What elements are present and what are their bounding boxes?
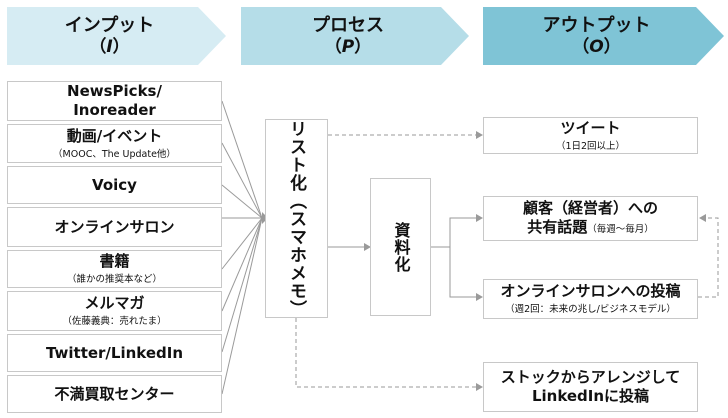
- input-label: Twitter/LinkedIn: [45, 343, 184, 362]
- input-box-video: 動画/イベント （MOOC、The Update他）: [7, 124, 222, 163]
- input-sublabel: （佐藤義典：売れたま）: [62, 316, 167, 327]
- process-chevron-shape: [241, 7, 469, 65]
- output-label: オンラインサロンへの投稿: [500, 282, 681, 300]
- list-label: リスト化（スマホメモ）: [286, 120, 306, 318]
- list-to-linkedin-arrowhead: [476, 383, 483, 391]
- input-sublabel: （MOOC、The Update他）: [53, 148, 176, 160]
- input-box-complaint: 不満買取センター: [7, 375, 222, 413]
- output-box-linkedin: ストックからアレンジして LinkedInに投稿: [483, 362, 698, 412]
- input-header-letter: （I）: [89, 37, 130, 57]
- input-label: NewsPicks/ Inoreader: [67, 82, 162, 119]
- list-box: リスト化（スマホメモ）: [265, 119, 328, 318]
- input-box-salon: オンラインサロン: [7, 207, 222, 247]
- input-header: インプット （I）: [7, 7, 212, 65]
- output-sublabel: （毎週～毎月）: [587, 223, 654, 235]
- salon-to-topic-arrowhead: [699, 214, 706, 222]
- input-label: オンラインサロン: [54, 217, 175, 236]
- input-label: メルマガ: [84, 294, 145, 312]
- input-box-mailmag: メルマガ （佐藤義典：売れたま）: [7, 291, 222, 331]
- input-box-twitter: Twitter/LinkedIn: [7, 334, 222, 372]
- doc-to-topic-arrowhead: [476, 214, 483, 222]
- list-to-tweet-arrowhead: [476, 131, 483, 139]
- output-label-line2: 共有話題（毎週～毎月）: [527, 217, 654, 236]
- output-label: ツイート: [560, 118, 621, 137]
- doc-label: 資料化: [391, 221, 411, 273]
- fan-in-lines: [221, 100, 263, 395]
- input-header-title: インプット: [64, 15, 155, 36]
- output-header-letter: （O）: [572, 37, 621, 57]
- output-label: ストックからアレンジして: [500, 368, 681, 386]
- output-sublabel: （1日2回以上）: [555, 140, 626, 152]
- doc-box: 資料化: [370, 178, 431, 316]
- output-header: アウトプット （O）: [483, 7, 710, 65]
- process-header-title: プロセス: [312, 15, 384, 36]
- output-label-line2: LinkedInに投稿: [531, 387, 650, 405]
- input-label: Voicy: [92, 175, 137, 194]
- input-chevron-shape: [7, 7, 226, 65]
- process-header-letter: （P）: [324, 37, 372, 57]
- input-box-books: 書籍 （誰かの推奨本など）: [7, 250, 222, 288]
- output-box-salon: オンラインサロンへの投稿 （週2回：未来の兆し/ビジネスモデル）: [483, 279, 698, 319]
- output-box-tweet: ツイート （1日2回以上）: [483, 117, 698, 154]
- output-label: 顧客（経営者）への: [522, 198, 658, 217]
- input-box-newspicks: NewsPicks/ Inoreader: [7, 81, 222, 121]
- input-box-voicy: Voicy: [7, 166, 222, 204]
- output-chevron-shape: [483, 7, 724, 65]
- input-sublabel: （誰かの推奨本など）: [66, 274, 162, 285]
- input-label: 書籍: [99, 252, 130, 270]
- doc-to-salon-arrowhead: [476, 293, 483, 301]
- output-box-topic: 顧客（経営者）への 共有話題（毎週～毎月）: [483, 196, 698, 241]
- process-header: プロセス （P）: [241, 7, 455, 65]
- input-label: 不満買取センター: [54, 384, 175, 403]
- output-sublabel: （週2回：未来の兆し/ビジネスモデル）: [505, 304, 676, 315]
- output-header-title: アウトプット: [542, 15, 651, 36]
- list-to-doc-arrowhead: [364, 243, 371, 251]
- input-label: 動画/イベント: [66, 126, 163, 145]
